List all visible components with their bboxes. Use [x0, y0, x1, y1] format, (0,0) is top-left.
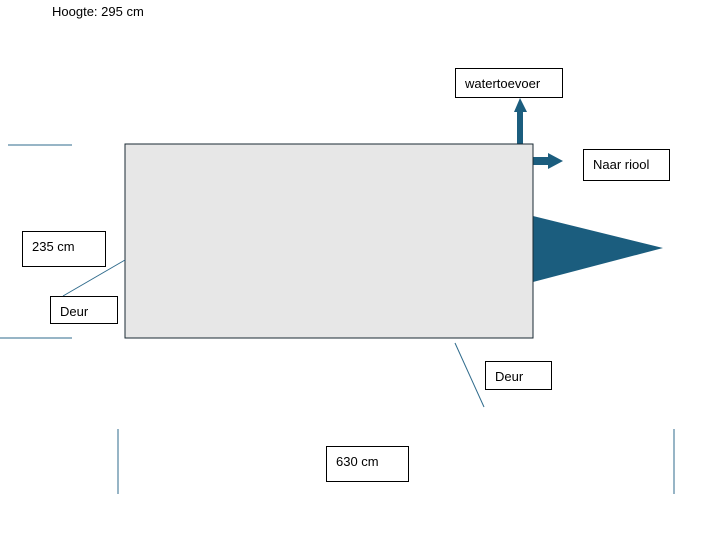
- door-left-pointer: [62, 259, 126, 297]
- water-supply-label: watertoevoer: [455, 68, 563, 98]
- water-supply-arrow: [514, 98, 527, 145]
- door-left-label: Deur: [50, 296, 118, 324]
- height-note: Hoogte: 295 cm: [52, 4, 144, 19]
- width-dimension-label: 235 cm: [22, 231, 106, 267]
- door-bottom-label: Deur: [485, 361, 552, 390]
- sewer-label: Naar riool: [583, 149, 670, 181]
- room-rectangle: [124, 143, 534, 339]
- sewer-arrow: [533, 153, 563, 169]
- length-dimension-label: 630 cm: [326, 446, 409, 482]
- door-bottom-pointer: [454, 342, 485, 408]
- triangle-shape: [533, 216, 663, 282]
